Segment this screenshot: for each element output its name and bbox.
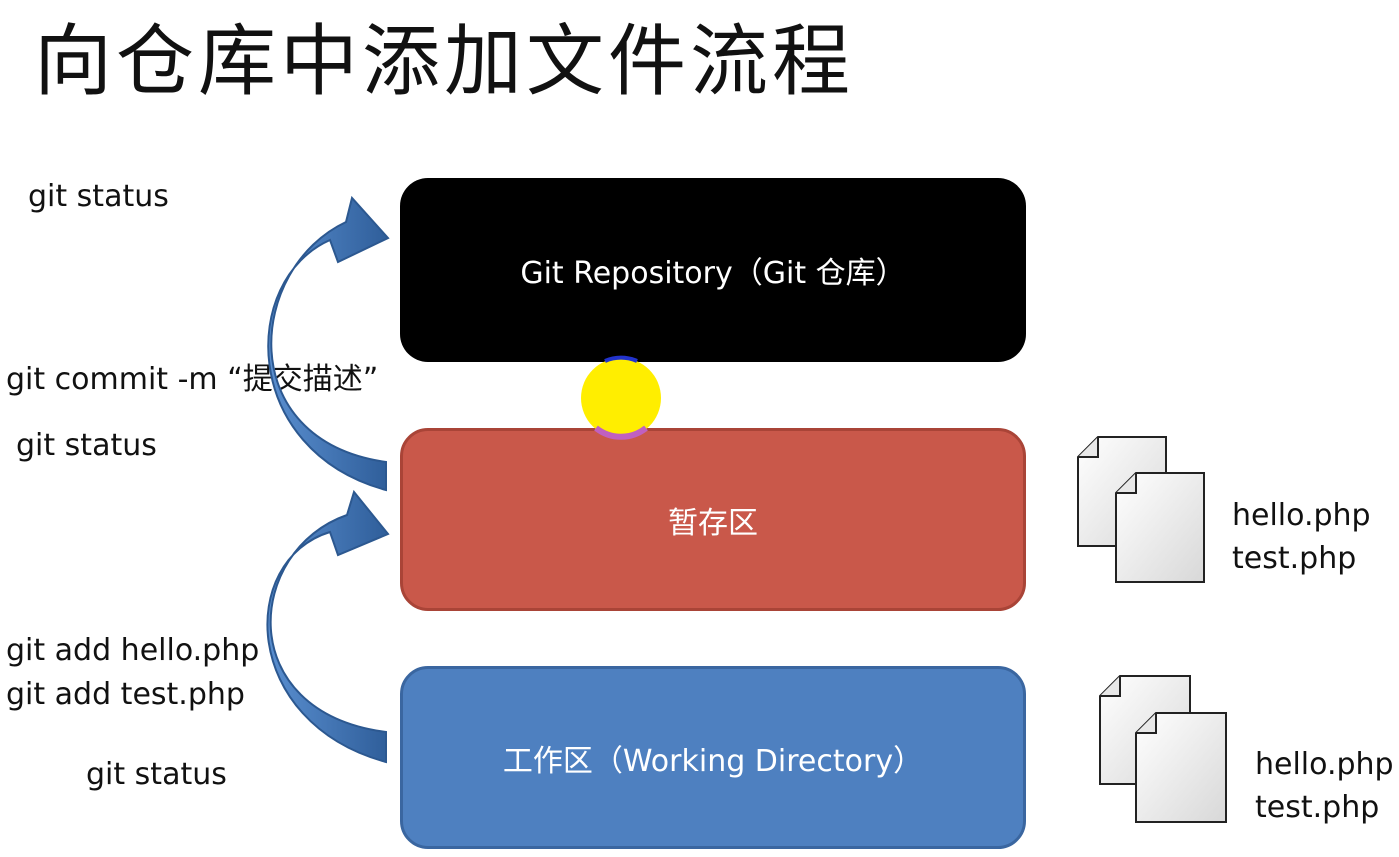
git-add-hello-label: git add hello.php — [6, 633, 260, 668]
staged-file-test: test.php — [1232, 541, 1357, 576]
working-file-hello: hello.php — [1255, 747, 1394, 782]
git-repository-box: Git Repository（Git 仓库） — [400, 178, 1026, 362]
commit-arrow-icon — [267, 195, 390, 492]
working-directory-label: 工作区（Working Directory） — [502, 743, 924, 779]
staging-area-label: 暂存区 — [668, 505, 758, 541]
git-status-label-top: git status — [28, 179, 169, 214]
staged-documents-icon — [1077, 436, 1205, 583]
git-status-label-middle: git status — [16, 428, 157, 463]
staged-file-list: hello.php test.php — [1232, 494, 1371, 580]
git-commit-label: git commit -m “提交描述” — [6, 362, 379, 397]
git-repository-label: Git Repository（Git 仓库） — [520, 256, 906, 291]
staged-file-hello: hello.php — [1232, 498, 1371, 533]
staging-area-box: 暂存区 — [400, 428, 1026, 611]
working-file-test: test.php — [1255, 790, 1380, 825]
cursor-highlight-icon — [581, 355, 661, 440]
add-arrow-icon — [266, 489, 390, 764]
working-directory-box: 工作区（Working Directory） — [400, 666, 1026, 849]
git-status-label-bottom: git status — [86, 757, 227, 792]
working-documents-icon — [1099, 675, 1227, 823]
slide-title: 向仓库中添加文件流程 — [34, 17, 855, 107]
git-add-test-label: git add test.php — [6, 677, 245, 712]
working-file-list: hello.php test.php — [1255, 743, 1394, 829]
